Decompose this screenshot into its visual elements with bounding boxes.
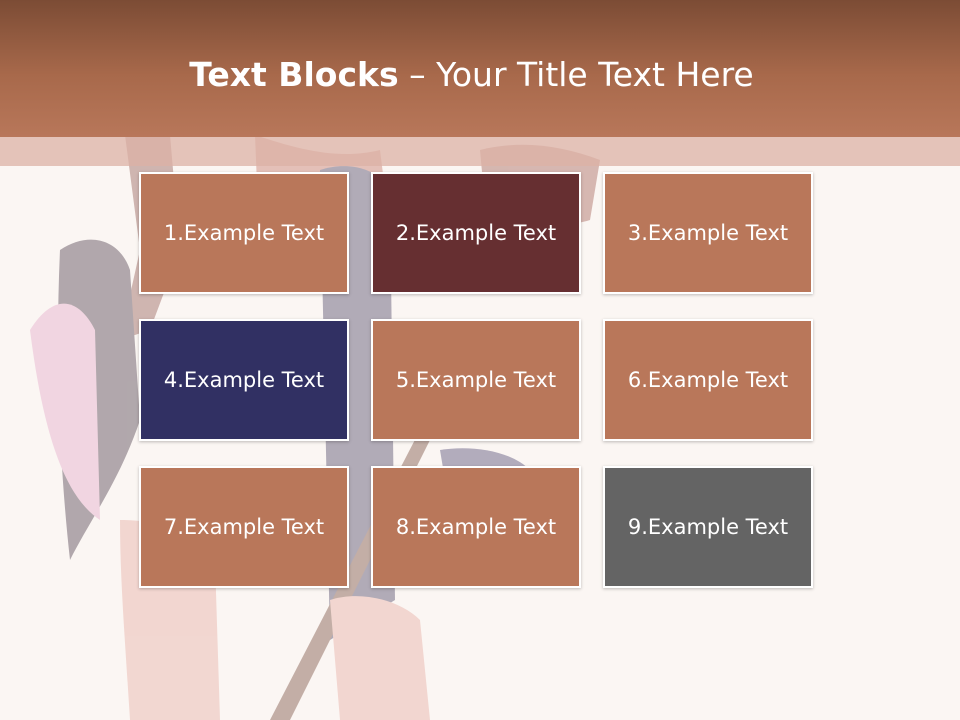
text-block-2[interactable]: 2.Example Text <box>371 172 581 294</box>
title-header <box>0 0 960 137</box>
text-block-6[interactable]: 6.Example Text <box>603 319 813 441</box>
text-block-3[interactable]: 3.Example Text <box>603 172 813 294</box>
text-block-8[interactable]: 8.Example Text <box>371 466 581 588</box>
title-rest: Your Title Text Here <box>436 55 754 94</box>
header-band <box>0 137 960 166</box>
text-block-1[interactable]: 1.Example Text <box>139 172 349 294</box>
text-block-7[interactable]: 7.Example Text <box>139 466 349 588</box>
text-block-9[interactable]: 9.Example Text <box>603 466 813 588</box>
slide-title[interactable]: Text Blocks – Your Title Text Here <box>0 52 943 98</box>
title-bold: Text Blocks <box>189 55 399 94</box>
text-block-5[interactable]: 5.Example Text <box>371 319 581 441</box>
text-block-4[interactable]: 4.Example Text <box>139 319 349 441</box>
title-dash: – <box>398 55 437 94</box>
